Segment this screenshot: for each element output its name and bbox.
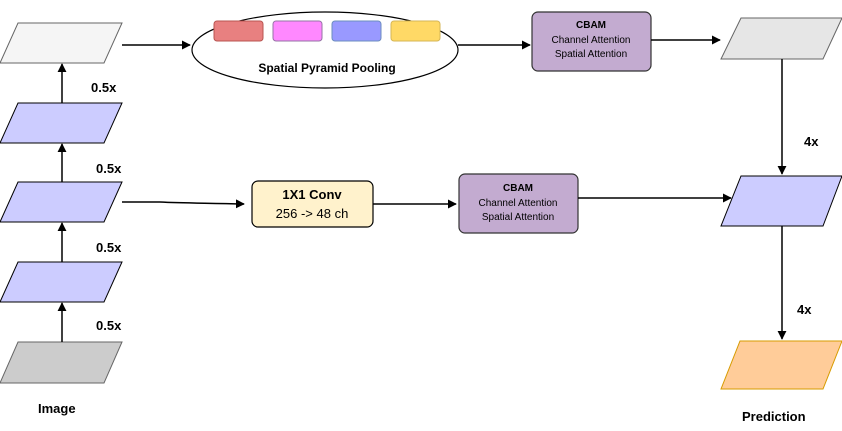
pool-bar-yellow bbox=[390, 20, 441, 42]
prediction-label: Prediction bbox=[742, 409, 806, 424]
prediction-block bbox=[720, 340, 842, 390]
upsample-label-1: 4x bbox=[804, 134, 819, 149]
downsample-label-1: 0.5x bbox=[96, 318, 122, 333]
decoder-block-top bbox=[720, 17, 842, 60]
arrow-encoder-to-conv bbox=[122, 199, 245, 209]
conv-subtitle: 256 -> 48 ch bbox=[276, 206, 349, 221]
pool-bar-blue bbox=[331, 20, 382, 42]
upsample-label-2: 4x bbox=[797, 302, 812, 317]
downsample-label-2: 0.5x bbox=[96, 240, 122, 255]
encoder-block-top bbox=[0, 22, 123, 64]
cbam-mid-spatial: Spatial Attention bbox=[482, 212, 554, 223]
encoder-block-1 bbox=[0, 261, 123, 303]
pool-bar-pink bbox=[272, 20, 323, 42]
image-label: Image bbox=[38, 401, 76, 416]
cbam-mid-box bbox=[458, 173, 579, 234]
encoder-block-2 bbox=[0, 181, 123, 223]
spp-title: Spatial Pyramid Pooling bbox=[258, 61, 395, 75]
cbam-top-title: CBAM bbox=[576, 20, 606, 31]
downsample-label-3: 0.5x bbox=[96, 161, 122, 176]
input-image-block bbox=[0, 341, 123, 384]
cbam-mid-channel: Channel Attention bbox=[479, 198, 558, 209]
cbam-top-channel: Channel Attention bbox=[552, 35, 631, 46]
conv-title: 1X1 Conv bbox=[282, 187, 342, 202]
encoder-block-3 bbox=[0, 102, 123, 144]
cbam-mid-title: CBAM bbox=[503, 183, 533, 194]
pool-bar-red bbox=[213, 20, 264, 42]
cbam-top-spatial: Spatial Attention bbox=[555, 49, 627, 60]
decoder-block-mid bbox=[720, 175, 842, 227]
cbam-top-box bbox=[531, 11, 652, 72]
downsample-label-4: 0.5x bbox=[91, 80, 117, 95]
